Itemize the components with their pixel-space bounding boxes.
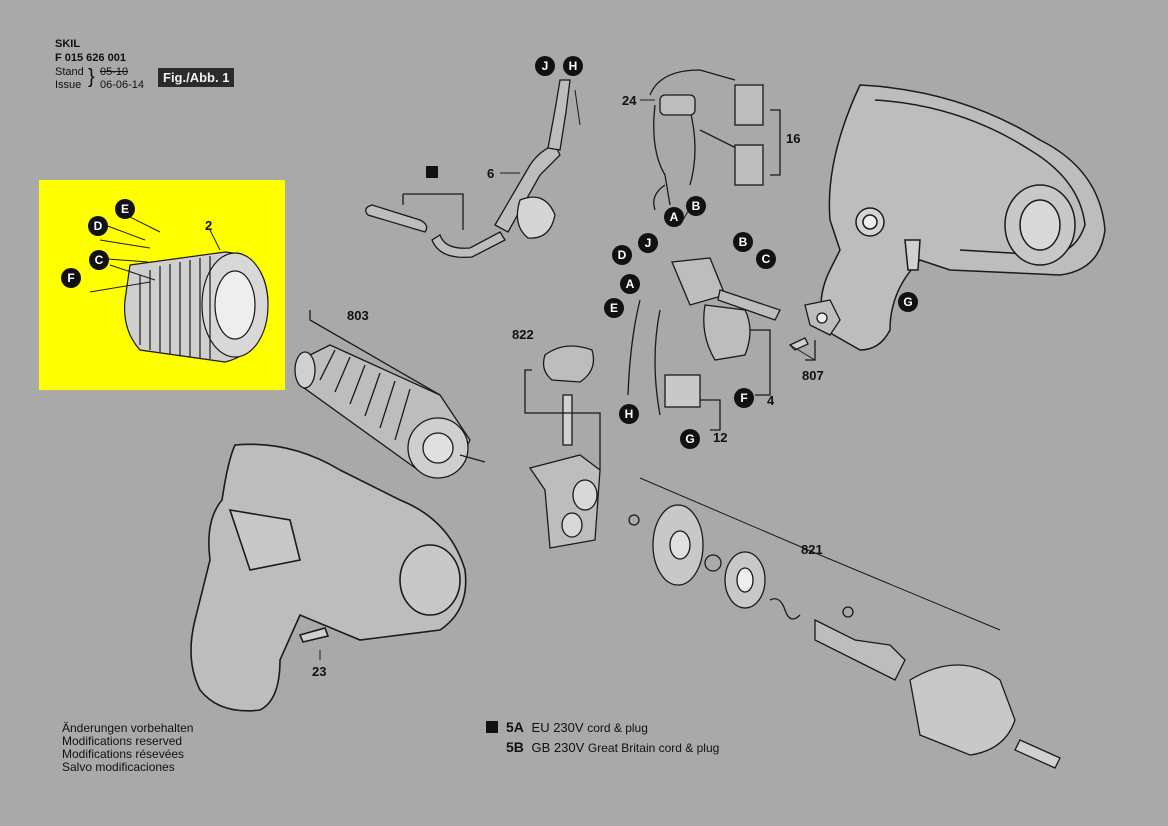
legend-5a-code: 5A	[506, 719, 524, 735]
square-marker-icon	[486, 721, 498, 733]
selector-part	[524, 345, 601, 549]
callout-b-switch: B	[733, 232, 753, 252]
legend-5a-detail: cord & plug	[587, 721, 648, 735]
part-number-2: 2	[205, 218, 213, 233]
callout-h: H	[563, 56, 583, 76]
part-number-4: 4	[767, 393, 775, 408]
legend-5a: 5A EU 230V cord & plug	[486, 719, 648, 735]
callout-j-switch: J	[638, 233, 658, 253]
bracket: }	[88, 66, 95, 88]
callout-a-switch: A	[620, 274, 640, 294]
figure-label: Fig./Abb. 1	[158, 68, 235, 87]
brand-label: SKIL	[55, 38, 81, 50]
part-number: F 015 626 001	[55, 52, 126, 64]
issue-label: Issue	[55, 79, 82, 91]
note-de: Änderungen vorbehalten	[62, 721, 194, 735]
issue-date: 06-06-14	[100, 79, 145, 91]
callout-e-switch: E	[604, 298, 624, 318]
part-number-6: 6	[487, 166, 495, 181]
callout-a: A	[664, 207, 684, 227]
callout-e: E	[115, 199, 135, 219]
part-number-803: 803	[347, 308, 369, 323]
legend-5b-code: 5B	[506, 739, 524, 755]
lever-part	[788, 299, 841, 361]
callout-h-switch: H	[619, 404, 639, 424]
stand-date: 05-10	[100, 66, 129, 78]
note-es: Salvo modificaciones	[62, 760, 175, 774]
legend-5b: 5B GB 230V Great Britain cord & plug	[506, 739, 719, 755]
part-number-822: 822	[512, 327, 534, 342]
stator-part	[89, 211, 269, 363]
legend-5a-desc: EU 230V	[531, 720, 584, 735]
armature-part	[294, 310, 486, 479]
housing-half	[820, 84, 1106, 351]
switch-part	[627, 257, 781, 431]
callout-c: C	[89, 250, 109, 270]
callout-f-switch: F	[734, 388, 754, 408]
stand-label: Stand	[55, 66, 84, 78]
drill-body	[190, 443, 467, 712]
wiring-upper	[649, 69, 781, 211]
callout-c-switch: C	[756, 249, 776, 269]
part-number-23: 23	[312, 664, 327, 679]
footer-notes: Änderungen vorbehalten Modifications res…	[62, 722, 193, 774]
callout-f: F	[61, 268, 81, 288]
part-number-12: 12	[713, 430, 728, 445]
cord-part	[365, 79, 571, 259]
note-fr: Modifications résevées	[62, 747, 185, 761]
callout-d: D	[88, 216, 108, 236]
part-number-821: 821	[801, 542, 823, 557]
note-en: Modifications reserved	[62, 734, 183, 748]
callout-g-switch: G	[680, 429, 700, 449]
part-number-24: 24	[622, 93, 637, 108]
legend-5b-detail: Great Britain cord & plug	[587, 741, 720, 755]
callout-b: B	[686, 196, 706, 216]
part-number-807: 807	[802, 368, 824, 383]
cord-marker-square	[426, 166, 438, 178]
callout-d-switch: D	[612, 245, 632, 265]
callout-j: J	[535, 56, 555, 76]
part-number-16: 16	[786, 131, 801, 146]
callout-g-housing: G	[898, 292, 918, 312]
legend-5b-desc: GB 230V	[531, 740, 585, 755]
gear-train-part	[628, 477, 1061, 769]
